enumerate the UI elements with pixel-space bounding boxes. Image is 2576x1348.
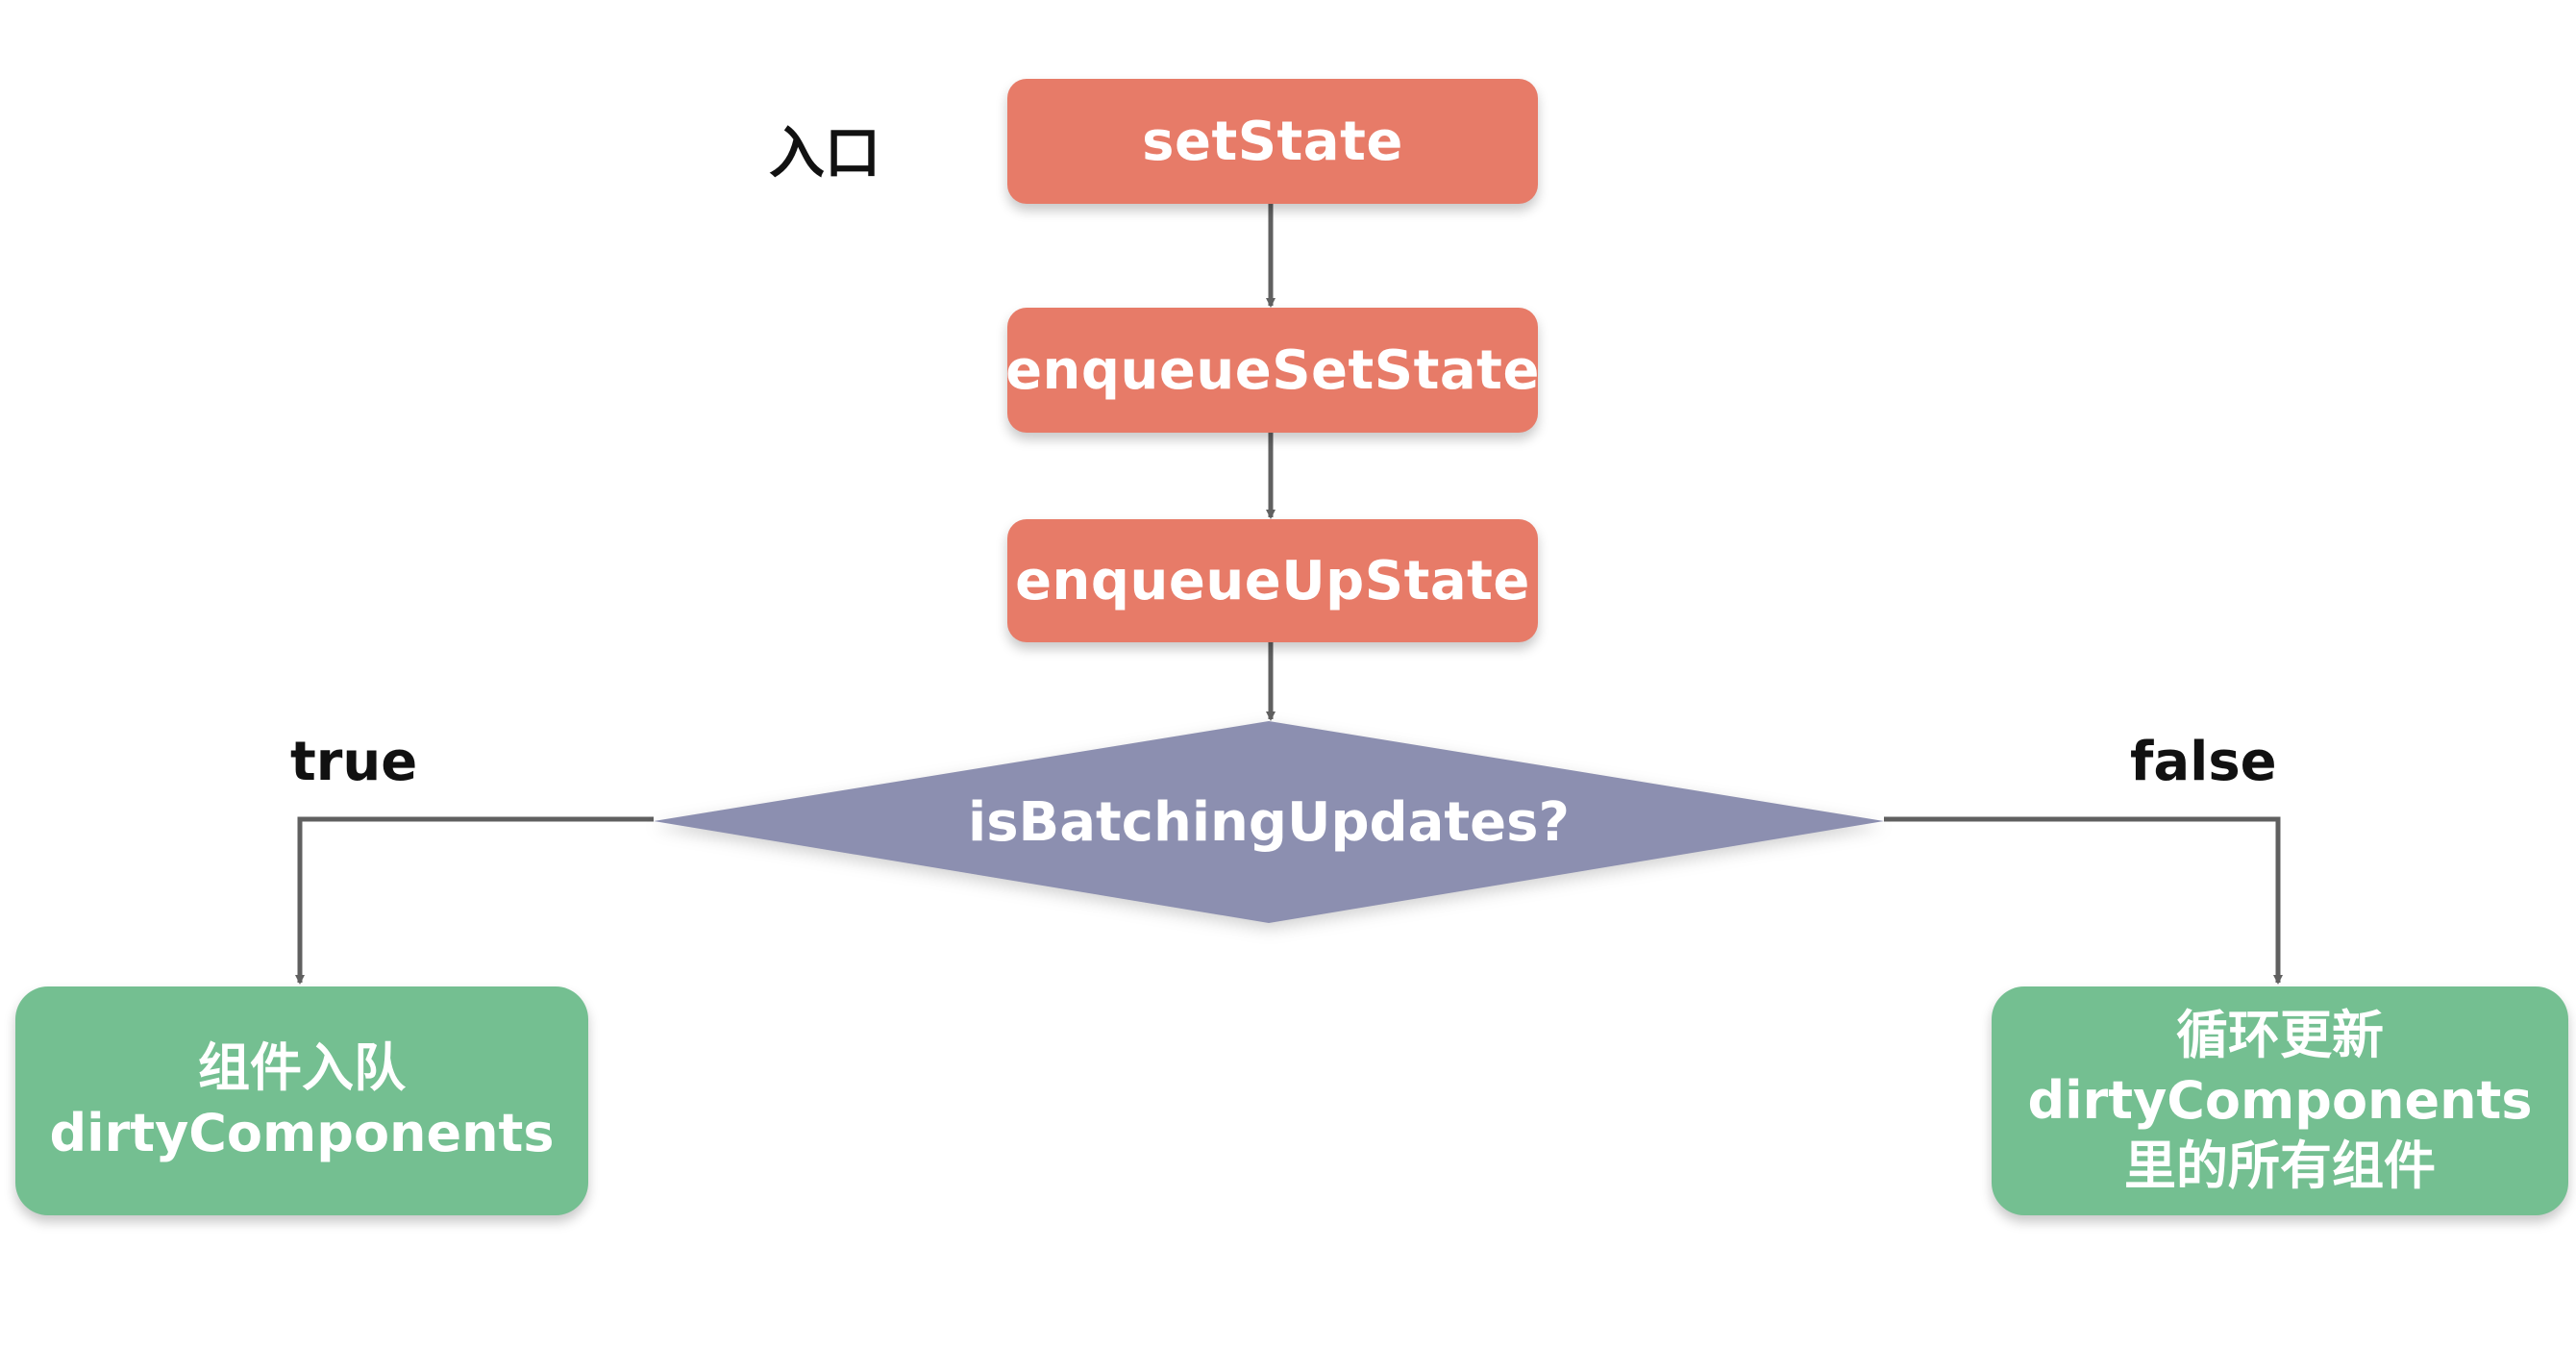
entry-label: 入口 [769,120,881,186]
false-branch-connector [1884,816,2283,985]
false-outcome-line-1: 循环更新 [2176,1005,2384,1065]
decision-diamond: isBatchingUpdates? [654,721,1884,923]
enqueue-set-state-node: enqueueSetState [1005,308,1540,433]
true-outcome-line-1: 组件入队 [198,1037,406,1098]
enqueue-up-state-node-label: enqueueUpState [1015,549,1530,612]
setstate-node: setState [1007,79,1538,204]
setstate-node-label: setState [1142,110,1403,173]
enqueue-set-state-node-label: enqueueSetState [1005,338,1540,402]
decision-diamond-shape [654,721,1884,923]
true-branch-label: true [290,731,418,793]
true-branch-connector [295,816,654,985]
true-outcome-line-2: dirtyComponents [49,1103,555,1163]
false-outcome-line-3: 里的所有组件 [2124,1136,2436,1196]
false-outcome-node: 循环更新 dirtyComponents 里的所有组件 [1992,986,2568,1215]
decision-label: isBatchingUpdates? [968,790,1570,854]
false-branch-label: false [2130,731,2277,793]
true-outcome-node: 组件入队 dirtyComponents [15,986,588,1215]
enqueue-up-state-node: enqueueUpState [1007,519,1538,642]
false-outcome-line-2: dirtyComponents [2027,1070,2533,1131]
